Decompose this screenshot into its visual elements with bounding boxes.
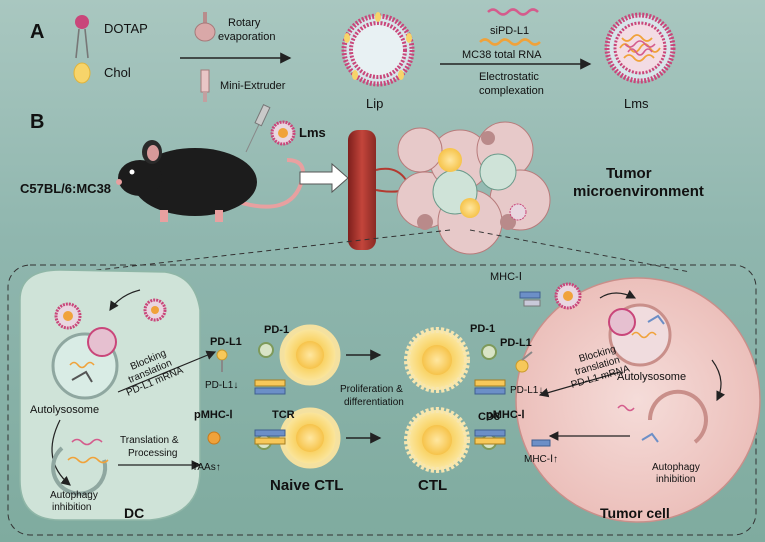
chol-icon	[73, 62, 91, 84]
rna-label: MC38 total RNA	[462, 49, 542, 61]
panel-b-label: B	[30, 111, 44, 133]
mhc-receptor-icon	[519, 291, 541, 307]
tumor-mhc-up-icon	[531, 439, 551, 447]
liposome-lip	[341, 12, 415, 87]
injection-arrow	[299, 162, 349, 194]
mouse-label: C57BL/6:MC38	[20, 181, 111, 196]
tumor-mass	[396, 121, 551, 255]
dc-pdl1down-label: PD-L1↓	[205, 380, 238, 391]
dc-title: DC	[124, 505, 144, 521]
mouse-illustration	[116, 140, 305, 222]
electro1-label: Electrostatic	[479, 71, 539, 83]
tumor-title: Tumor cell	[600, 505, 670, 521]
ctl-upper	[404, 327, 470, 393]
tumor-autolysosome-label: Autolysosome	[617, 371, 686, 383]
tumor-pdl1-label: PD-L1	[500, 337, 532, 349]
blood-vessel	[348, 130, 376, 250]
lip-label: Lip	[366, 96, 383, 111]
ctl-lower	[404, 407, 470, 473]
tumor-pdl1down-label: PD-L1↓	[510, 385, 543, 396]
dc-autophagy-vesicle	[51, 446, 108, 496]
tumor-autophagy-label2: inhibition	[656, 474, 695, 485]
dc-autolysosome-label: Autolysosome	[30, 404, 99, 416]
chol-label: Chol	[104, 65, 131, 80]
dc-lms-icon	[54, 298, 167, 330]
ctl-pd1-label: PD-1	[470, 323, 495, 335]
dc-pmhc-label: pMHC-Ⅰ	[194, 409, 233, 421]
tme-line1: Tumor	[606, 165, 652, 182]
dc-taas-label: TAAs↑	[192, 462, 221, 473]
naive-pd1-label: PD-1	[264, 324, 289, 336]
dc-autophagy-label1: Autophagy	[50, 490, 98, 501]
naive-tcr-label: TCR	[272, 409, 295, 421]
taa-icon	[207, 431, 221, 445]
dc-pdl1-label: PD-L1	[210, 336, 242, 348]
naive-ctl-label: Naive CTL	[270, 477, 343, 494]
dc-autophagy-label2: inhibition	[52, 502, 91, 513]
lms-small-icon	[270, 120, 296, 146]
tumor-mhc-label: MHC-Ⅰ	[490, 271, 522, 283]
evaporation-label: evaporation	[218, 31, 276, 43]
prolif1-label: Proliferation &	[340, 384, 403, 395]
naive-ctl-lower	[279, 407, 341, 469]
lms-label: Lms	[624, 96, 649, 111]
zoom-line-left	[79, 229, 451, 273]
dc-cell	[19, 269, 201, 521]
extruder-label: Mini-Extruder	[220, 80, 286, 92]
zoom-line-right	[469, 229, 691, 273]
tumor-autophagy-label1: Autophagy	[652, 462, 700, 473]
sipdl1-label: siPD-L1	[490, 25, 529, 37]
tumor-lms-icon	[554, 282, 582, 310]
sirna-icon	[487, 8, 539, 16]
panel-a-label: A	[30, 21, 44, 43]
syringe-icon	[245, 104, 271, 153]
dotap-label: DOTAP	[104, 21, 148, 36]
lms-nanoparticle	[604, 12, 676, 84]
electro2-label: complexation	[479, 85, 544, 97]
prolif2-label: differentiation	[344, 397, 404, 408]
ctl-cd8-label: CD8	[478, 411, 500, 423]
injection-label: Lms	[299, 125, 326, 140]
dc-trans2: Processing	[128, 448, 177, 459]
tumor-autophagy-vesicle	[647, 389, 708, 444]
tumor-mhcup-label: MHC-Ⅰ↑	[524, 454, 558, 465]
total-rna-icon	[479, 38, 541, 46]
dotap-icon	[75, 15, 89, 59]
mini-extruder-icon	[200, 69, 210, 102]
tme-line2: microenvironment	[573, 183, 704, 200]
ctl-label: CTL	[418, 477, 447, 494]
rotary-evaporator-icon	[194, 12, 216, 42]
rotary-label: Rotary	[228, 17, 261, 29]
tumor-pmhc-label: pMHC-Ⅰ	[486, 409, 525, 421]
dc-trans1: Translation &	[120, 435, 179, 446]
naive-ctl-upper	[279, 324, 341, 386]
tumor-cell	[515, 277, 761, 523]
